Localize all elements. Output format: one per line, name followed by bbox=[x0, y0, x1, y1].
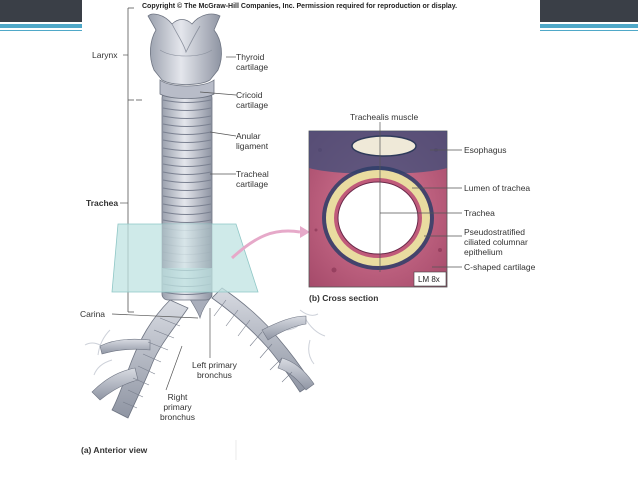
top-right-accent-line bbox=[540, 30, 638, 31]
tracheal-ring bbox=[162, 107, 212, 111]
tracheal-ring bbox=[162, 187, 212, 191]
label-c-shaped-cartilage: C-shaped cartilage bbox=[464, 262, 536, 272]
tracheal-ring bbox=[162, 179, 212, 183]
tracheal-ring bbox=[162, 171, 212, 175]
tracheal-ring bbox=[162, 219, 212, 223]
label-trachealis-muscle: Trachealis muscle bbox=[350, 112, 419, 122]
tracheal-ring bbox=[162, 163, 212, 167]
top-left-accent-bar bbox=[0, 24, 82, 28]
tracheal-ring bbox=[162, 155, 212, 159]
top-left-accent-line bbox=[0, 30, 82, 31]
tracheal-ring bbox=[162, 195, 212, 199]
bronchi bbox=[91, 287, 315, 419]
top-right-accent-bar bbox=[540, 24, 638, 28]
label-lumen-of-trachea: Lumen of trachea bbox=[464, 183, 531, 193]
label-trachea-cross: Trachea bbox=[464, 208, 495, 218]
label-carina: Carina bbox=[80, 309, 106, 319]
section-arrow bbox=[230, 229, 301, 260]
lm-magnification: LM 8x bbox=[418, 275, 440, 284]
label-trachea-anterior: Trachea bbox=[86, 198, 119, 208]
top-right-dark-bar bbox=[540, 0, 638, 22]
tracheal-ring bbox=[162, 291, 212, 295]
tracheal-ring bbox=[162, 203, 212, 207]
tracheal-ring bbox=[162, 147, 212, 151]
top-left-dark-bar bbox=[0, 0, 82, 22]
cross-section-micrograph: LM 8x bbox=[308, 130, 448, 288]
tracheal-ring bbox=[162, 123, 212, 127]
lung-bronchioles bbox=[84, 309, 326, 376]
larynx bbox=[147, 13, 222, 99]
caption-cross-section: (b) Cross section bbox=[309, 293, 379, 303]
leader-lines bbox=[111, 54, 462, 391]
tracheal-ring bbox=[162, 131, 212, 135]
tracheal-ring bbox=[162, 99, 212, 103]
tracheal-ring bbox=[162, 211, 212, 215]
label-larynx: Larynx bbox=[92, 50, 118, 60]
label-esophagus: Esophagus bbox=[464, 145, 507, 155]
tracheal-ring bbox=[162, 139, 212, 143]
tracheal-ring bbox=[162, 115, 212, 119]
caption-anterior-view: (a) Anterior view bbox=[81, 445, 148, 455]
copyright-notice: Copyright © The McGraw-Hill Companies, I… bbox=[142, 3, 458, 10]
